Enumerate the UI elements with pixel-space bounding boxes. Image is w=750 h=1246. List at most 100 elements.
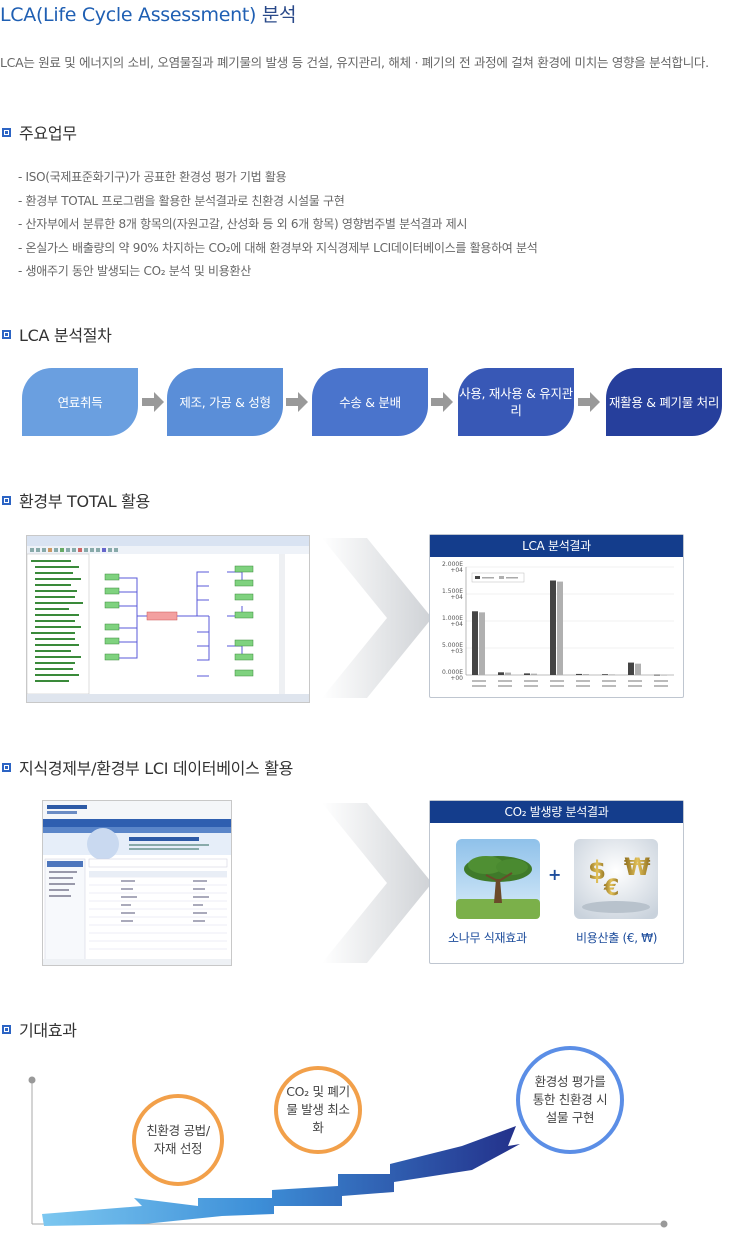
total-screenshot-image [26,536,309,702]
arrow-right-icon [578,392,600,412]
tasks-list: ISO(국제표준화기구)가 공표한 환경성 평가 기법 활용 환경부 TOTAL… [18,166,538,284]
section-heading-lci-label: 지식경제부/환경부 LCI 데이터베이스 활용 [19,759,294,778]
bar [576,673,582,675]
legend-swatch [475,576,480,579]
expected-effects-diagram: 친환경 공법/ 자재 선정 CO₂ 및 폐기물 발생 최소화 환경성 평가를 통… [22,1046,672,1236]
svg-text:$: $ [588,856,606,886]
x-tick-mark [654,685,668,687]
lca-result-chart: 2.000E+041.500E+041.000E+045.000E+030.00… [442,561,674,687]
effect-label: CO₂ 및 폐기물 발생 최소화 [286,1084,350,1135]
page-title: LCA(Life Cycle Assessment) 분석 [0,0,297,27]
process-steps: 연료취득 제조, 가공 & 성형 수송 & 분배 사용, 재사용 & 유지관리 … [22,368,722,436]
plus-sign: + [548,865,562,884]
bar [628,662,634,675]
lca-result-title: LCA 분석결과 [430,535,683,557]
section-heading-effects-label: 기대효과 [19,1021,77,1040]
x-tick-mark [628,680,642,682]
y-tick-label: +04 [450,594,463,601]
bar [661,674,667,676]
effect-label: 환경성 평가를 통한 친환경 시설물 구현 [532,1074,608,1125]
section-heading-tasks: 주요업무 [2,120,77,144]
list-item: 산자부에서 분류한 8개 항목의(자원고갈, 산성화 등 외 6개 항목) 영향… [18,213,538,237]
x-tick-mark [472,685,486,687]
x-tick-mark [524,680,538,682]
x-tick-mark [576,680,590,682]
process-step-manufacturing: 제조, 가공 & 성형 [167,368,283,436]
bar [609,674,615,676]
lci-database-screenshot [42,800,232,966]
section-heading-process-label: LCA 분석절차 [19,326,112,345]
page-title-en: LCA(Life Cycle Assessment) [0,4,257,26]
effect-label: 친환경 공법/ 자재 선정 [146,1123,210,1156]
bar [531,673,537,675]
y-tick-label: 0.000E [442,669,463,676]
section-heading-total: 환경부 TOTAL 활용 [2,488,150,512]
section-heading-lci: 지식경제부/환경부 LCI 데이터베이스 활용 [2,755,293,779]
bar [479,612,485,675]
bar [550,580,556,675]
bar [505,672,511,675]
legend-label-mark [482,577,494,579]
process-step-use: 사용, 재사용 & 유지관리 [458,368,574,436]
arrow-right-icon [142,392,164,412]
process-step-transport: 수송 & 분배 [312,368,428,436]
square-bullet-icon [2,329,11,339]
y-tick-label: 5.000E [442,642,463,649]
list-item: ISO(국제표준화기구)가 공표한 환경성 평가 기법 활용 [18,166,538,190]
x-tick-mark [576,685,590,687]
y-tick-label: +04 [450,621,463,628]
co2-result-title: CO₂ 발생량 분석결과 [430,801,683,823]
co2-result-panel: CO₂ 발생량 분석결과 소나무 식재효과 + $ € ₩ 비용산출 ( [429,800,684,964]
svg-text:₩: ₩ [624,853,651,881]
x-tick-mark [602,685,616,687]
big-arrow-right-icon [322,538,432,698]
bar [635,663,641,675]
bar [602,674,608,675]
arrow-right-icon [286,392,308,412]
effect-circle-co2-minimize: CO₂ 및 폐기물 발생 최소화 [274,1066,362,1154]
process-step-recycle: 재활용 & 폐기물 처리 [606,368,722,436]
section-heading-total-label: 환경부 TOTAL 활용 [19,492,150,511]
y-tick-label: +00 [450,675,463,682]
process-step-label: 연료취득 [57,394,103,410]
list-item: 생애주기 동안 발생되는 CO₂ 분석 및 비용환산 [18,260,538,284]
bar [524,673,530,675]
process-step-label: 사용, 재사용 & 유지관리 [459,386,573,418]
x-tick-mark [472,680,486,682]
effects-axis-graphic [28,1076,668,1228]
square-bullet-icon [2,762,11,772]
big-arrow-right-icon [322,803,432,963]
process-step-label: 제조, 가공 & 성형 [179,394,271,410]
process-step-label: 재활용 & 폐기물 처리 [608,394,720,410]
section-heading-effects: 기대효과 [2,1017,77,1041]
bar [498,672,504,675]
square-bullet-icon [2,1024,11,1034]
effect-circle-eco-facility: 환경성 평가를 통한 친환경 시설물 구현 [516,1046,624,1154]
x-tick-mark [524,685,538,687]
x-tick-mark [550,685,564,687]
list-item: 환경부 TOTAL 프로그램을 활용한 분석결과로 친환경 시설물 구현 [18,190,538,214]
bar [654,674,660,676]
effect-circle-eco-method: 친환경 공법/ 자재 선정 [132,1094,224,1186]
pine-tree-icon [456,839,540,919]
cost-calculation-label: 비용산출 (€, ₩) [576,931,658,945]
x-tick-mark [498,685,512,687]
bar [557,581,563,675]
square-bullet-icon [2,127,11,137]
page-title-ko: 분석 [261,4,297,26]
x-tick-mark [550,680,564,682]
legend-label-mark [506,577,518,579]
legend-swatch [499,576,504,579]
section-heading-process: LCA 분석절차 [2,322,112,346]
x-tick-mark [602,680,616,682]
total-software-screenshot [26,535,310,703]
square-bullet-icon [2,495,11,505]
section-heading-tasks-label: 주요업무 [19,124,77,143]
y-tick-label: 1.000E [442,615,463,622]
currency-icon: $ € ₩ [574,839,658,919]
x-tick-mark [628,685,642,687]
y-tick-label: +04 [450,567,463,574]
tree-planting-label: 소나무 식재효과 [448,931,527,945]
list-item: 온실가스 배출량의 약 90% 차지하는 CO₂에 대해 환경부와 지식경제부 … [18,237,538,261]
